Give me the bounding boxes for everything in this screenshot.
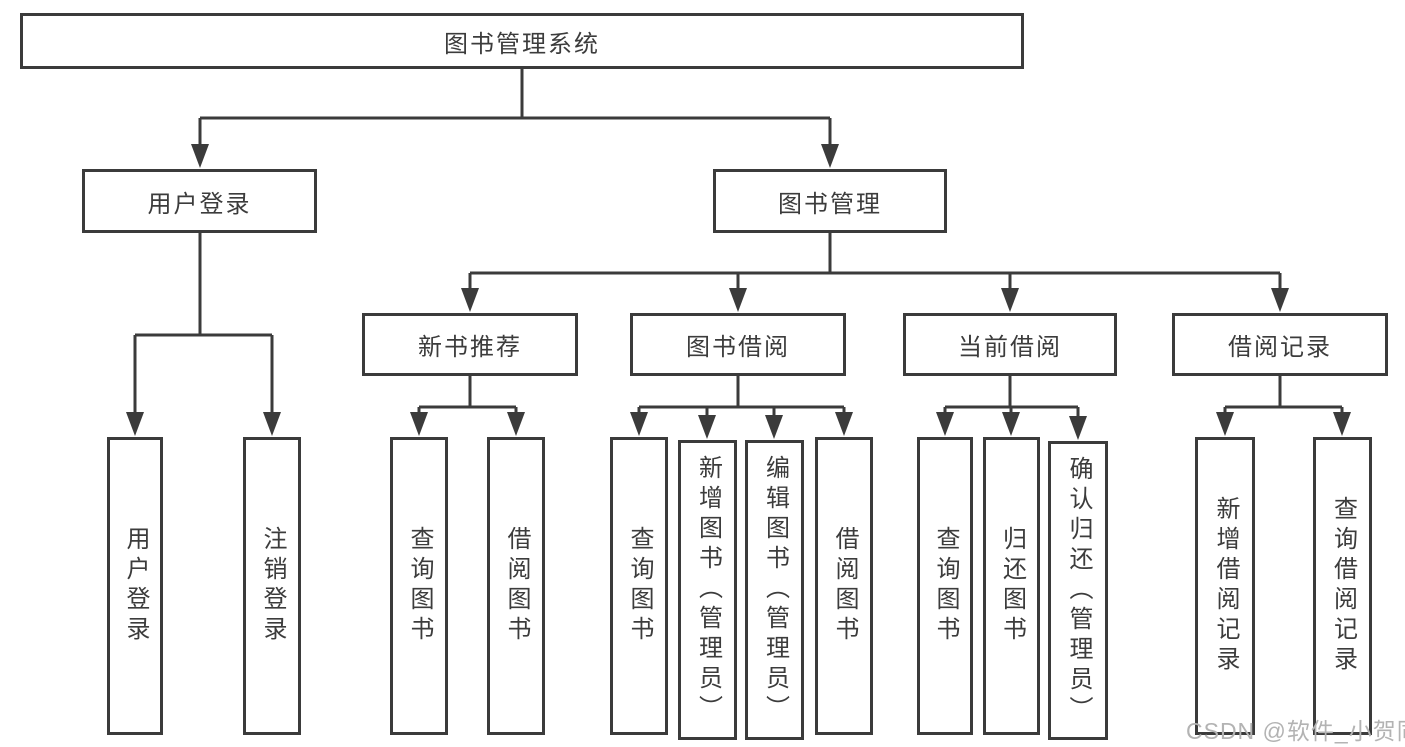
leaf-query-books-borrowing: 查询图书	[610, 437, 668, 735]
leaf-borrow-books: 借阅图书	[815, 437, 873, 735]
node-label: 新书推荐	[418, 334, 522, 361]
node-label: 归还图书	[998, 526, 1026, 646]
node-label: 图书管理	[778, 190, 882, 218]
node-label: 借阅图书	[831, 526, 858, 646]
leaf-edit-books-admin: 编辑图书（管理员）	[745, 440, 804, 740]
leaf-confirm-return-admin: 确认归还（管理员）	[1048, 441, 1108, 740]
leaf-query-borrow-record: 查询借阅记录	[1313, 437, 1372, 735]
node-label: 当前借阅	[958, 334, 1062, 361]
leaf-borrow-books-recommend: 借阅图书	[487, 437, 545, 735]
node-book-borrowing: 图书借阅	[630, 313, 846, 376]
node-label: 查询图书	[406, 526, 433, 646]
leaf-logout: 注销登录	[243, 437, 301, 735]
leaf-return-books: 归还图书	[983, 437, 1040, 735]
leaf-add-books-admin: 新增图书（管理员）	[678, 440, 737, 740]
node-label: 图书管理系统	[444, 30, 600, 58]
leaf-user-login: 用户登录	[107, 437, 163, 735]
node-new-book-recommend: 新书推荐	[362, 313, 578, 376]
node-label: 新增图书（管理员）	[694, 455, 722, 725]
leaf-query-books-recommend: 查询图书	[390, 437, 448, 735]
node-borrowing-records: 借阅记录	[1172, 313, 1388, 376]
node-label: 编辑图书（管理员）	[761, 455, 789, 725]
node-label: 借阅图书	[503, 526, 530, 646]
node-label: 查询图书	[932, 526, 959, 646]
node-label: 注销登录	[259, 526, 286, 646]
node-root-library-system: 图书管理系统	[20, 13, 1024, 69]
node-label: 用户登录	[147, 190, 252, 218]
node-label: 查询图书	[626, 526, 653, 646]
node-label: 用户登录	[122, 526, 149, 646]
node-label: 查询借阅记录	[1329, 496, 1357, 676]
node-label: 借阅记录	[1228, 334, 1332, 361]
leaf-add-borrow-record: 新增借阅记录	[1195, 437, 1255, 735]
node-user-login-module: 用户登录	[82, 169, 317, 233]
leaf-query-books-current: 查询图书	[917, 437, 973, 735]
node-current-borrowing: 当前借阅	[903, 313, 1117, 376]
node-book-management-module: 图书管理	[713, 169, 947, 233]
node-label: 确认归还（管理员）	[1065, 455, 1092, 726]
node-label: 新增借阅记录	[1212, 496, 1239, 676]
node-label: 图书借阅	[686, 334, 790, 361]
